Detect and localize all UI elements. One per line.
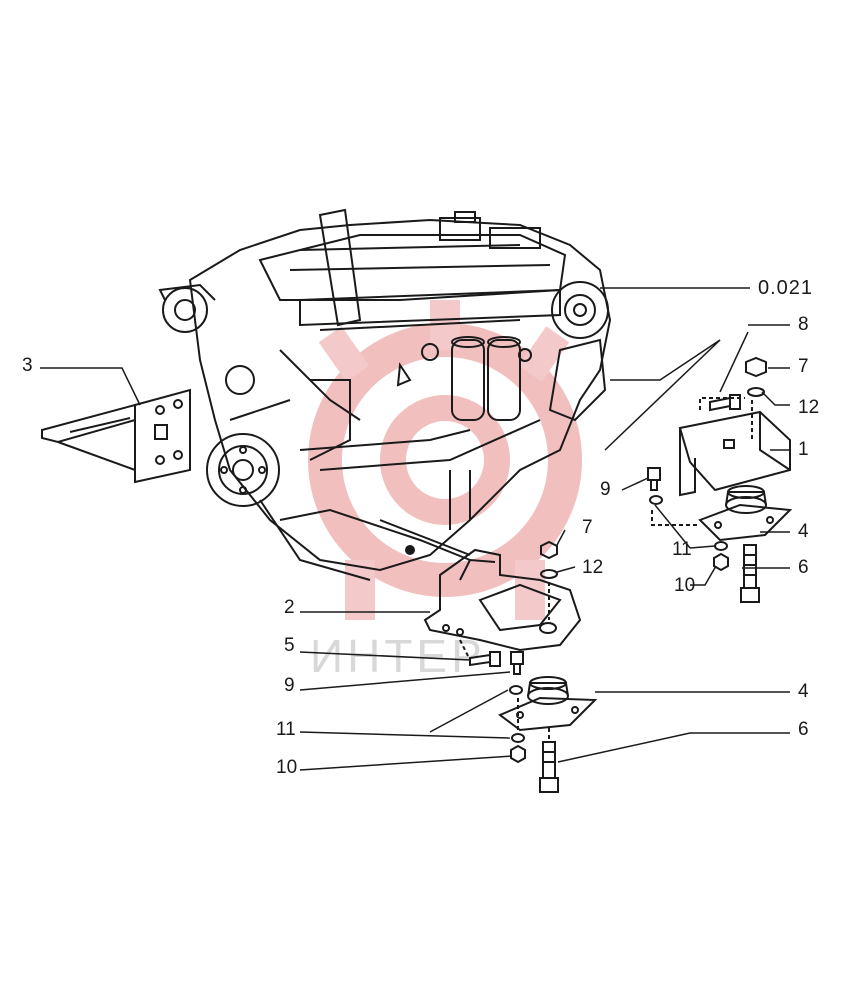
- callout-7-lower: 7: [582, 517, 593, 538]
- callout-4-lower: 4: [798, 681, 809, 702]
- callout-10-right: 10: [674, 575, 696, 596]
- callout-9-lower: 9: [284, 675, 295, 696]
- callout-10-lower: 10: [276, 757, 298, 778]
- callout-2: 2: [284, 597, 295, 618]
- callout-4-right: 4: [798, 521, 809, 542]
- callout-3: 3: [22, 355, 33, 376]
- callout-8: 8: [798, 314, 809, 335]
- callout-9-right: 9: [600, 479, 611, 500]
- callout-1: 1: [798, 439, 809, 460]
- callout-5: 5: [284, 635, 295, 656]
- watermark-logo: [308, 300, 582, 620]
- assembly-reference-label: 0.021: [758, 277, 814, 299]
- callout-6-right: 6: [798, 557, 809, 578]
- engine-illustration: [158, 208, 612, 581]
- callout-11-lower: 11: [276, 719, 296, 740]
- callout-7-right: 7: [798, 356, 809, 377]
- callout-12-right: 12: [798, 397, 820, 418]
- callout-12-lower: 12: [582, 557, 604, 578]
- lower-mount-illustration: [423, 540, 598, 793]
- right-mount-illustration: [647, 356, 793, 603]
- bracket-3-illustration: [41, 388, 191, 484]
- callout-11-right: 11: [672, 539, 692, 560]
- leader-lines: [40, 287, 790, 771]
- callout-6-lower: 6: [798, 719, 809, 740]
